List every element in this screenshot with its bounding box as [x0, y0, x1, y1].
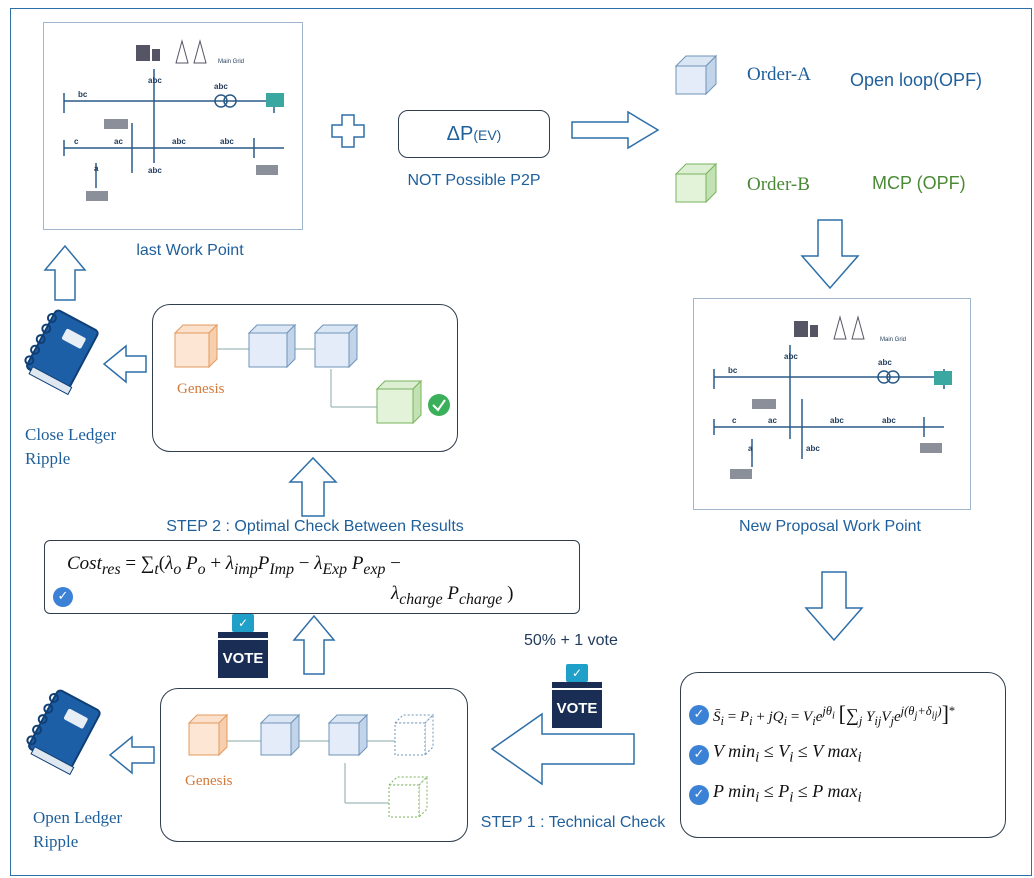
order-a-label: Order-A	[747, 64, 811, 85]
down-arrow-icon	[804, 571, 864, 642]
left-arrow-icon	[108, 735, 155, 775]
cost-sub: res	[101, 560, 121, 578]
grid-diagram-new: Main Grid bc abc abc c ac abc abc abc a	[693, 298, 971, 510]
cost-equation-line2: λcharge Pcharge )	[391, 583, 514, 608]
diagram-frame	[10, 8, 1032, 876]
cube-icon	[313, 323, 359, 369]
technical-check-box: ✓ S̄i = Pi + jQi = Viejθi [∑j YijVjej(θj…	[680, 672, 1006, 838]
power-constraint: P mini ≤ Pi ≤ P maxi	[713, 781, 862, 806]
down-arrow-icon	[800, 219, 860, 290]
grid-line-label: abc	[882, 416, 896, 425]
cube-icon	[187, 713, 229, 757]
step2-title: STEP 2 : Optimal Check Between Results	[166, 518, 464, 535]
right-arrow-icon	[571, 110, 660, 150]
ledger-book-icon	[26, 689, 101, 776]
grid-line-label: abc	[172, 137, 186, 146]
order-a-desc: Open loop(OPF)	[850, 70, 983, 90]
grid-line-label: abc	[148, 76, 162, 85]
grid-main-grid-label: Main Grid	[880, 337, 906, 343]
cube-icon	[173, 323, 219, 369]
left-arrow-icon	[102, 344, 147, 384]
step1-title: STEP 1 : Technical Check	[480, 814, 666, 831]
up-arrow-icon	[292, 614, 336, 675]
delta-p-box: ΔP(EV)	[398, 110, 550, 158]
up-arrow-icon	[43, 244, 87, 301]
grid-line-label: c	[732, 416, 737, 425]
grid-line-label: ac	[768, 416, 777, 425]
order-b-desc: MCP (OPF)	[872, 173, 966, 193]
check-icon	[428, 394, 450, 416]
delta-p-sub: (EV)	[473, 127, 502, 143]
open-chain-svg	[187, 713, 435, 819]
not-possible-p2p: NOT Possible P2P	[407, 172, 541, 189]
new-proposal-caption: New Proposal Work Point	[739, 518, 921, 535]
vote-box-icon: ✓ VOTE	[214, 614, 272, 680]
vote-majority: 50% + 1 vote	[524, 632, 618, 649]
cost-equation-line1: Costres = ∑t(λo Po + λimpPImp − λExp Pex…	[67, 553, 401, 578]
grid-line-label: abc	[148, 166, 162, 175]
close-chain-svg	[173, 323, 450, 425]
check-icon: ✓	[53, 587, 73, 607]
close-ledger-label: Close Ledger Ripple	[25, 423, 116, 471]
grid-line-label: abc	[220, 137, 234, 146]
cube-icon	[327, 713, 369, 757]
cost-equation-box: Costres = ∑t(λo Po + λimpPImp − λExp Pex…	[44, 540, 580, 614]
cube-icon	[674, 54, 718, 96]
cube-icon	[674, 162, 718, 204]
cube-icon	[259, 713, 301, 757]
grid-line-label: ac	[114, 137, 123, 146]
close-genesis-label: Genesis	[177, 381, 225, 397]
grid-line-label: bc	[78, 90, 88, 99]
grid-line-label: abc	[214, 82, 228, 91]
close-chain-box: Genesis	[152, 304, 458, 452]
check-icon: ✓	[689, 705, 709, 725]
grid-line-label: a	[94, 164, 99, 173]
cost-lhs: Cost	[67, 553, 102, 574]
cube-icon	[393, 713, 435, 757]
up-arrow-icon	[288, 456, 338, 517]
grid-line-label: abc	[806, 444, 820, 453]
cube-icon	[387, 775, 429, 819]
vote-box-icon: ✓ VOTE	[548, 664, 606, 730]
order-b-label: Order-B	[747, 174, 810, 195]
ledger-book-icon	[24, 309, 99, 396]
cube-icon	[247, 323, 297, 369]
open-chain-box: Genesis	[160, 688, 468, 842]
delta-p-label: ΔP	[446, 123, 474, 145]
last-work-point-caption: last Work Point	[136, 242, 244, 259]
grid-line-label: abc	[830, 416, 844, 425]
close-ledger-line2: Ripple	[25, 449, 71, 468]
grid-line-label: abc	[878, 358, 892, 367]
cube-icon	[375, 379, 423, 425]
check-icon: ✓	[689, 745, 709, 765]
plus-icon	[331, 114, 365, 148]
vote-label: VOTE	[552, 690, 602, 728]
voltage-constraint: V mini ≤ Vi ≤ V maxi	[713, 741, 862, 766]
grid-diagram-svg: Main Grid bc abc abc c ac abc abc abc a	[713, 315, 952, 479]
grid-main-grid-label: Main Grid	[218, 59, 244, 65]
grid-line-label: a	[748, 444, 753, 453]
grid-diagram-svg: Main Grid bc abc abc c ac abc abc abc a	[63, 39, 284, 201]
power-flow-equation: S̄i = Pi + jQi = Viejθi [∑j YijVjej(θj+δ…	[713, 701, 956, 728]
open-genesis-label: Genesis	[185, 773, 233, 789]
open-ledger-line1: Open Ledger	[33, 808, 123, 827]
grid-line-label: bc	[728, 366, 738, 375]
open-ledger-line2: Ripple	[33, 832, 79, 851]
check-icon: ✓	[689, 785, 709, 805]
close-ledger-line1: Close Ledger	[25, 425, 117, 444]
open-ledger-label: Open Ledger Ripple	[33, 806, 122, 854]
grid-line-label: abc	[784, 352, 798, 361]
grid-diagram-last: Main Grid bc abc abc c ac abc abc abc a	[43, 22, 303, 230]
vote-label: VOTE	[218, 640, 268, 678]
left-arrow-icon	[490, 712, 635, 786]
grid-line-label: c	[74, 137, 79, 146]
